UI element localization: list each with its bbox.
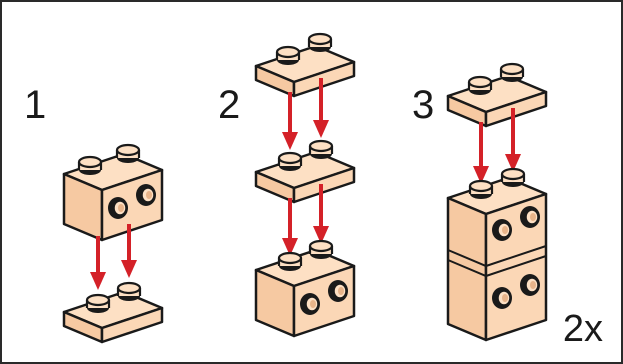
stud-icon — [468, 179, 494, 199]
technic-hole-icon — [520, 274, 540, 296]
step-1-arrows — [90, 224, 137, 290]
step-number-1: 1 — [24, 83, 47, 127]
technic-hole-icon — [136, 184, 156, 206]
arrowhead-icon — [313, 120, 329, 138]
stud-icon — [308, 239, 334, 259]
stud-icon — [85, 293, 111, 313]
stud-icon — [275, 45, 301, 65]
technic-hole-icon — [492, 219, 512, 241]
step-1-plate-1x2 — [62, 281, 164, 344]
technic-hole-icon — [328, 280, 348, 302]
quantity-multiplier: 2x — [562, 308, 603, 350]
stud-icon — [115, 143, 141, 163]
step-2-arrows-lower — [282, 184, 329, 256]
stud-icon — [499, 62, 525, 82]
arrowhead-icon — [473, 166, 489, 184]
arrowhead-icon — [505, 154, 521, 172]
arrowhead-icon — [121, 260, 137, 278]
step-3-stacked-bricks — [446, 167, 548, 342]
stud-icon — [500, 167, 526, 187]
technic-hole-icon — [108, 197, 128, 219]
technic-hole-icon — [520, 206, 540, 228]
step-2-plate-middle — [254, 139, 356, 204]
step-2-arrows-upper — [282, 78, 329, 150]
stud-icon — [77, 155, 103, 175]
arrowhead-icon — [90, 272, 106, 290]
step-1-brick-1x2 — [62, 143, 164, 242]
step-2-brick-1x2 — [254, 239, 356, 338]
step-2-plate-top — [254, 32, 356, 98]
arrowhead-icon — [282, 238, 298, 256]
step-3-plate-top — [446, 62, 548, 128]
stud-icon — [277, 251, 303, 271]
stud-icon — [307, 32, 333, 52]
arrowhead-icon — [282, 132, 298, 150]
arrowhead-icon — [313, 226, 329, 244]
stud-icon — [116, 281, 142, 301]
technic-hole-icon — [492, 287, 512, 309]
stud-icon — [277, 151, 303, 171]
step-number-2: 2 — [218, 83, 241, 127]
stud-icon — [308, 139, 334, 159]
technic-hole-icon — [300, 293, 320, 315]
stud-icon — [467, 75, 493, 95]
step-3-arrows — [473, 108, 521, 184]
step-number-3: 3 — [412, 83, 435, 127]
